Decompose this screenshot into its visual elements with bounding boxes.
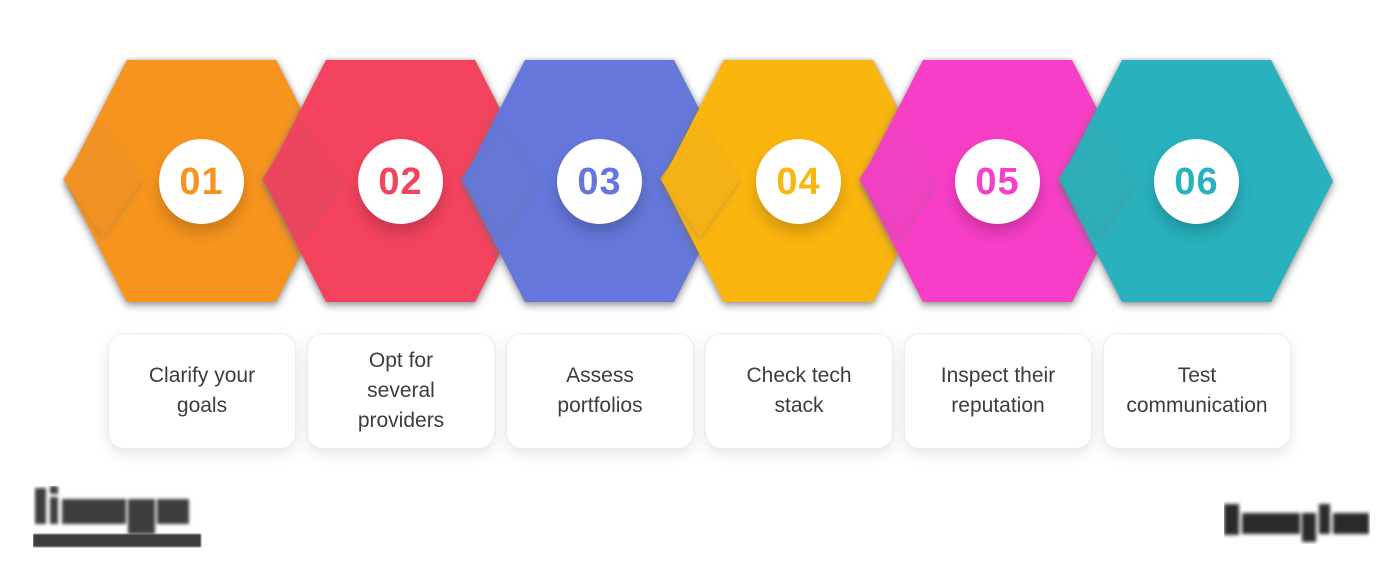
step-card: Inspect their reputation xyxy=(904,333,1092,449)
step-card: Check tech stack xyxy=(705,333,893,449)
step-card: Clarify your goals xyxy=(108,333,296,449)
process-step-06: 06 Test communication xyxy=(1058,0,1333,572)
step-number: 02 xyxy=(378,160,423,203)
step-number-circle: 04 xyxy=(756,139,841,224)
step-card-line: Test xyxy=(1177,364,1217,387)
step-number-circle: 06 xyxy=(1154,139,1239,224)
step-card-line: Assess xyxy=(566,364,634,387)
step-connector-diamond xyxy=(1058,121,1138,237)
blurred-logo xyxy=(33,486,203,548)
step-card-label: Opt for several providers xyxy=(358,346,444,436)
step-card: Assess portfolios xyxy=(506,333,694,449)
step-card-line: reputation xyxy=(951,394,1045,417)
step-number-circle: 01 xyxy=(159,139,244,224)
step-card-label: Check tech stack xyxy=(746,361,851,421)
step-number-circle: 02 xyxy=(358,139,443,224)
step-card-line: portfolios xyxy=(557,394,643,417)
blurred-logo-icon xyxy=(33,486,201,547)
step-card: Opt for several providers xyxy=(307,333,495,449)
step-connector-diamond xyxy=(63,121,143,237)
step-card-line: providers xyxy=(357,409,445,432)
step-number: 05 xyxy=(975,160,1020,203)
step-card-line: Clarify your xyxy=(148,364,256,387)
step-card-label: Clarify your goals xyxy=(149,361,255,421)
diamond-shadow-wrap xyxy=(63,121,143,237)
step-card: Test communication xyxy=(1103,333,1291,449)
step-card-line: goals xyxy=(176,394,228,417)
step-connector-diamond xyxy=(660,121,740,237)
process-step-02: 02 Opt for several providers xyxy=(262,0,537,572)
step-card-line: several xyxy=(367,379,435,402)
logo-underline xyxy=(33,534,201,547)
step-connector-diamond xyxy=(461,121,541,237)
step-number: 06 xyxy=(1174,160,1219,203)
diamond-shadow-wrap xyxy=(660,121,740,237)
diamond-shadow-wrap xyxy=(461,121,541,237)
step-card-line: stack xyxy=(774,394,824,417)
step-number: 01 xyxy=(179,160,224,203)
blurred-watermark xyxy=(1224,500,1370,544)
step-card-line: communication xyxy=(1126,394,1268,417)
step-card-label: Test communication xyxy=(1126,361,1267,421)
step-number: 03 xyxy=(577,160,622,203)
step-card-label: Inspect their reputation xyxy=(941,361,1055,421)
step-card-line: Opt for xyxy=(368,349,434,372)
step-connector-diamond xyxy=(859,121,939,237)
step-number-circle: 05 xyxy=(955,139,1040,224)
blurred-watermark-icon xyxy=(1224,504,1369,542)
step-number-circle: 03 xyxy=(557,139,642,224)
step-card-line: Inspect their xyxy=(940,364,1056,387)
diamond-shadow-wrap xyxy=(859,121,939,237)
step-number: 04 xyxy=(776,160,821,203)
diamond-shadow-wrap xyxy=(1058,121,1138,237)
step-connector-diamond xyxy=(262,121,342,237)
step-card-label: Assess portfolios xyxy=(557,361,642,421)
step-card-line: Check tech xyxy=(746,364,852,387)
diamond-shadow-wrap xyxy=(262,121,342,237)
